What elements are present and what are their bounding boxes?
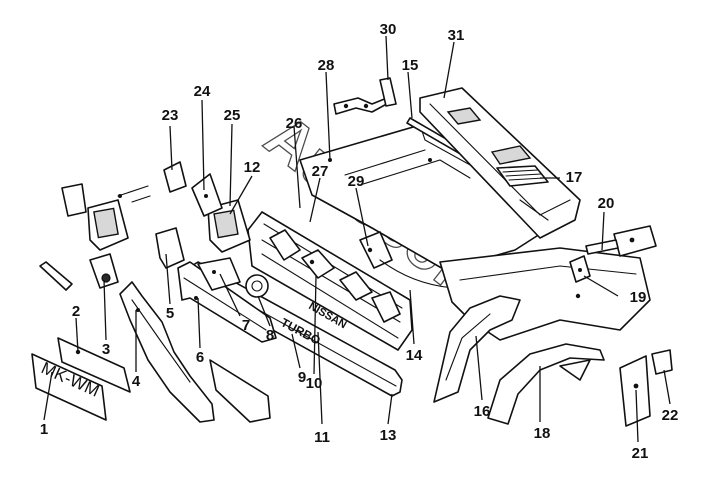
callout-25: 25 [224, 107, 241, 124]
radiator-grille [247, 211, 413, 351]
callout-10: 10 [306, 375, 323, 392]
callout-26: 26 [286, 115, 303, 132]
door-lock-assembly [585, 225, 657, 257]
parking-lamp-bracket [163, 161, 187, 193]
headlamp-housing-bracket [191, 173, 223, 217]
callout-20: 20 [598, 195, 615, 212]
callout-11: 11 [314, 429, 330, 446]
callout-13: 13 [380, 427, 397, 444]
callout-19: 19 [630, 289, 647, 306]
callout-16: 16 [474, 403, 491, 420]
callout-4: 4 [132, 373, 141, 390]
hood-latch [359, 231, 393, 269]
callout-1: 1 [40, 421, 48, 438]
callout-6: 6 [196, 349, 204, 366]
cowl-grille [496, 165, 549, 187]
callout-2: 2 [72, 303, 80, 320]
fender-bracket [569, 255, 591, 283]
callout-17: 17 [566, 169, 583, 186]
callout-9: 9 [298, 369, 306, 386]
callout-21: 21 [632, 445, 649, 462]
headlamp-right [207, 199, 251, 253]
wheel-arch-liner [433, 295, 521, 403]
bumper-reinforcement [177, 261, 277, 423]
callout-15: 15 [402, 57, 419, 74]
turn-signal-lens [39, 261, 73, 291]
callout-12: 12 [244, 159, 261, 176]
headlamp-bolts [117, 185, 151, 203]
fender-flare [487, 343, 605, 425]
mud-flap [619, 355, 651, 427]
cowl-top-panel [419, 87, 581, 239]
callout-31: 31 [448, 27, 465, 44]
callout-5: 5 [166, 305, 174, 322]
callout-29: 29 [348, 173, 365, 190]
front-corner-lamp [155, 227, 185, 269]
callout-30: 30 [380, 21, 397, 38]
horn [245, 274, 269, 298]
callout-22: 22 [662, 407, 679, 424]
hood-hinge [333, 77, 397, 115]
callout-28: 28 [318, 57, 335, 74]
callout-27: 27 [312, 163, 329, 180]
headlamp-left [61, 183, 129, 251]
callout-14: 14 [406, 347, 423, 364]
bumper-lower-bracket [119, 281, 215, 423]
leader-lines [43, 35, 671, 443]
callout-18: 18 [534, 425, 551, 442]
lamp-mount-plate [197, 257, 241, 291]
callout-labels: 1 2 3 4 5 6 7 8 9 10 11 12 13 14 15 16 1… [40, 21, 679, 462]
callout-3: 3 [102, 341, 110, 358]
callout-23: 23 [162, 107, 179, 124]
callout-24: 24 [194, 83, 211, 100]
callout-8: 8 [266, 327, 274, 344]
callout-7: 7 [242, 317, 250, 334]
flap-clip [651, 349, 673, 375]
side-marker-lamp [89, 253, 119, 289]
